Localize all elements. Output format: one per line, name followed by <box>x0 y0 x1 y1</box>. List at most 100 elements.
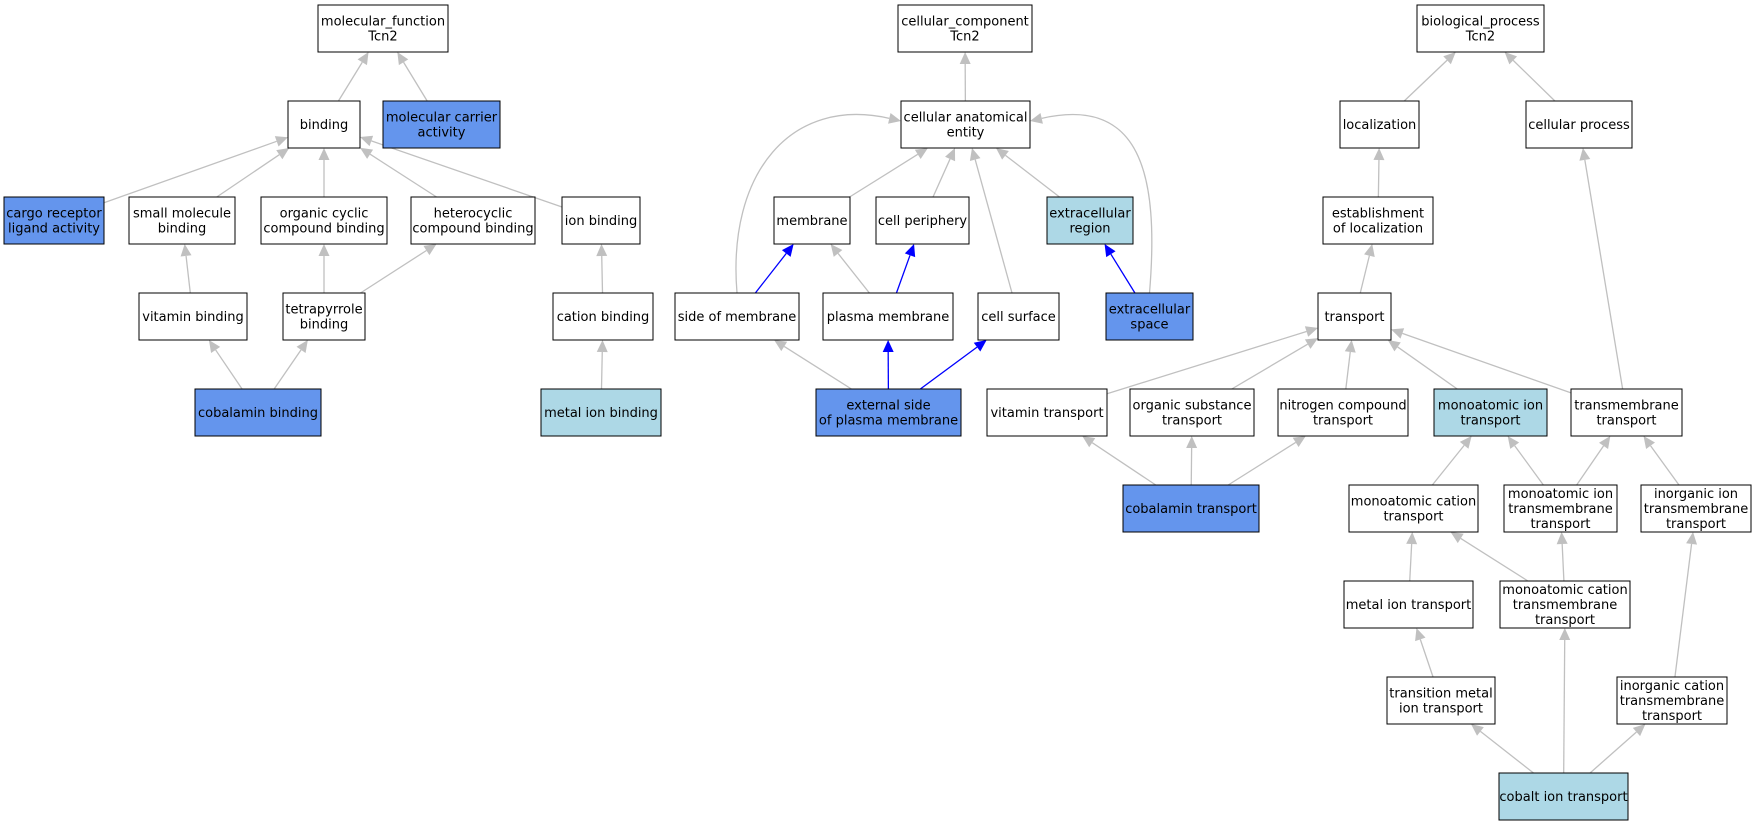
node-label-line: transmembrane <box>1620 694 1725 709</box>
node-label-line: inorganic ion <box>1654 487 1738 502</box>
node-label-line: cellular_component <box>901 15 1029 30</box>
arrow-head <box>1304 338 1318 349</box>
edge-iitt-to-tmt <box>1643 436 1680 486</box>
edge-coit-to-mctt <box>1559 628 1571 774</box>
node-label-line: vitamin binding <box>142 310 243 325</box>
node-label-line: establishment <box>1332 207 1424 222</box>
arrow-head <box>995 148 1009 160</box>
node-label-line: space <box>1130 318 1168 333</box>
arrow-head <box>781 244 794 257</box>
node-label-line: vitamin transport <box>990 406 1103 421</box>
node-box <box>815 388 962 437</box>
edge-line <box>185 255 191 294</box>
node-label-line: small molecule <box>133 207 231 222</box>
node-mett[interactable]: metal ion transport <box>1343 580 1474 629</box>
node-label-line: transmembrane <box>1508 502 1613 517</box>
arrow-head <box>1373 148 1385 161</box>
edge-line <box>1561 543 1565 582</box>
node-label-line: monoatomic ion <box>1438 399 1543 414</box>
edge-loc-to-bp <box>1403 52 1456 102</box>
node-memb[interactable]: membrane <box>773 196 851 245</box>
edge-line <box>1563 639 1566 774</box>
node-label-line: Tcn2 <box>367 30 397 45</box>
node-cperi[interactable]: cell periphery <box>875 196 970 245</box>
node-label-line: transport <box>1596 414 1656 429</box>
arrow-head <box>423 244 437 256</box>
arrow-head <box>274 136 288 147</box>
node-catb[interactable]: cation binding <box>552 292 654 341</box>
edge-line <box>601 255 604 294</box>
node-trans[interactable]: transport <box>1317 292 1392 341</box>
node-ionb[interactable]: ion binding <box>561 196 641 245</box>
edge-coit-to-ictt <box>1589 724 1646 774</box>
node-vitt[interactable]: vitamin transport <box>986 388 1108 437</box>
arrow-head <box>1104 244 1116 258</box>
arrow-head <box>1470 724 1484 736</box>
node-label-line: external side <box>846 399 930 414</box>
node-box <box>822 292 954 341</box>
arrow-head <box>1632 724 1646 737</box>
arrow-head <box>914 148 928 160</box>
node-label-line: transmembrane <box>1513 598 1618 613</box>
node-coit[interactable]: cobalt ion transport <box>1498 772 1629 821</box>
node-mib[interactable]: metal ion binding <box>540 388 662 437</box>
node-loc[interactable]: localization <box>1339 100 1420 149</box>
node-vitb[interactable]: vitamin binding <box>138 292 248 341</box>
node-label-line: transmembrane <box>1644 502 1749 517</box>
node-cobb[interactable]: cobalamin binding <box>194 388 322 437</box>
node-csurf[interactable]: cell surface <box>977 292 1060 341</box>
edge-cae-to-cc <box>959 52 971 102</box>
arrow-head <box>397 52 409 66</box>
node-box <box>282 292 366 341</box>
arrow-head <box>969 148 981 162</box>
edge-line <box>754 253 787 294</box>
node-label-line: localization <box>1343 118 1417 133</box>
edge-line <box>600 351 603 390</box>
node-label-line: region <box>1069 222 1110 237</box>
node-binding[interactable]: binding <box>287 100 361 149</box>
node-box <box>3 196 105 245</box>
node-som[interactable]: side of membrane <box>674 292 800 341</box>
edge-extsp-to-cae <box>1030 112 1153 294</box>
node-cobt[interactable]: cobalamin transport <box>1122 484 1260 533</box>
edge-line <box>1345 351 1351 390</box>
edge-crla-to-binding <box>103 136 288 204</box>
edge-trans-to-eol <box>1359 244 1375 294</box>
node-label-line: plasma membrane <box>827 310 950 325</box>
node-label-line: cargo receptor <box>6 207 102 222</box>
edge-line <box>1674 543 1693 678</box>
node-pmem[interactable]: plasma membrane <box>822 292 954 341</box>
node-box <box>1570 388 1683 437</box>
arrow-head <box>1579 148 1591 161</box>
edge-mctt-to-mitt <box>1556 532 1568 582</box>
edge-memb-to-cae <box>849 148 928 198</box>
node-box <box>674 292 800 341</box>
edge-line <box>735 113 890 294</box>
node-cproc[interactable]: cellular process <box>1525 100 1633 149</box>
